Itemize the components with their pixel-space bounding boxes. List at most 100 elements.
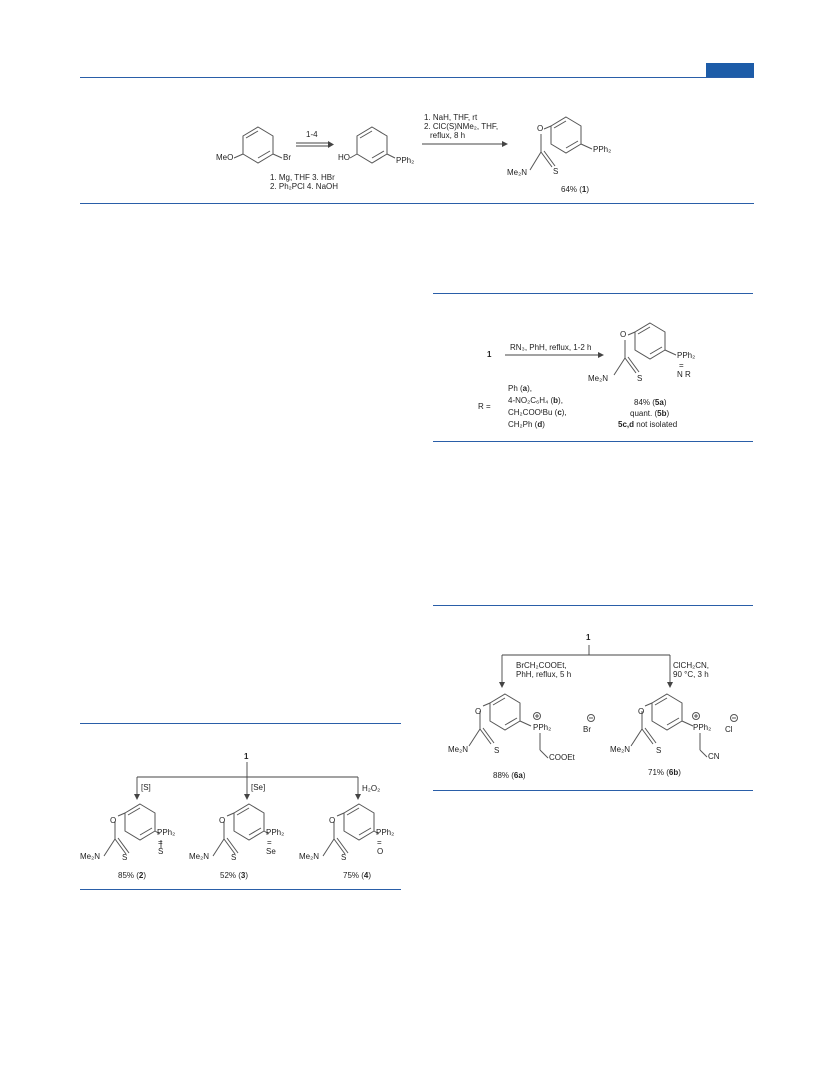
scheme5-r1-pre: Ph ( bbox=[508, 384, 523, 393]
scheme5-r1-id: a bbox=[522, 384, 528, 393]
scheme234-p3-eq: = bbox=[377, 838, 382, 847]
header-rule bbox=[80, 77, 754, 78]
scheme5-r2-id: b bbox=[553, 396, 559, 405]
scheme234-p1-pph2: PPh₂ bbox=[157, 828, 176, 837]
scheme1-yield: 64% (1) bbox=[561, 185, 589, 195]
scheme234-yield1-pre: 85% ( bbox=[118, 871, 139, 880]
scheme6-left-cond2: PhH, reflux, 5 h bbox=[516, 670, 572, 679]
scheme6-b-cn: CN bbox=[708, 752, 720, 761]
scheme6-yield-b-post: ) bbox=[678, 768, 681, 777]
scheme234-yield2-pre: 52% ( bbox=[220, 871, 241, 880]
scheme6-b-s: S bbox=[656, 746, 662, 755]
scheme234-yield2: 52% (3) bbox=[220, 871, 248, 881]
scheme5-bottom-rule bbox=[433, 441, 753, 442]
scheme5-conditions: RN₃, PhH, reflux, 1-2 h bbox=[510, 343, 592, 352]
scheme5-r3-id: c bbox=[557, 408, 562, 417]
scheme6-b-nme2: Me₂N bbox=[610, 745, 630, 754]
scheme5-yield2-pre: quant. ( bbox=[630, 409, 658, 418]
scheme234-p2-pph2: PPh₂ bbox=[266, 828, 285, 837]
scheme1-arrow2-cond3: reflux, 8 h bbox=[430, 131, 466, 140]
scheme1-product-pph2: PPh₂ bbox=[593, 145, 612, 154]
scheme1-product-nme2: Me₂N bbox=[507, 168, 527, 177]
scheme234-p3-s: S bbox=[341, 853, 347, 862]
scheme5-product-nme2: Me₂N bbox=[588, 374, 608, 383]
scheme234-yield3-post: ) bbox=[368, 871, 372, 880]
scheme234-top-rule bbox=[80, 723, 401, 724]
scheme1-meo-label: MeO bbox=[216, 153, 234, 162]
scheme6-right-cond1: ClCH₂CN, bbox=[673, 661, 709, 670]
scheme1-int-pph2: PPh₂ bbox=[396, 156, 415, 165]
scheme5-top-rule bbox=[433, 293, 753, 294]
scheme5-yield1-id: 5a bbox=[654, 398, 664, 407]
scheme234-p3-nme2: Me₂N bbox=[299, 852, 319, 861]
scheme5-reactant: 1 bbox=[487, 350, 492, 359]
scheme6-yield-a-pre: 88% ( bbox=[493, 771, 514, 780]
scheme1-arrow2-cond1: 1. NaH, THF, rt bbox=[424, 113, 478, 122]
scheme5-r4-pre: CH₂Ph ( bbox=[508, 420, 538, 429]
scheme1-arrow1-steps: 1-4 bbox=[306, 130, 318, 139]
scheme6-a-cooet: COOEt bbox=[549, 753, 575, 762]
scheme5-r2: 4-NO₂C₆H₄ (b), bbox=[508, 396, 563, 406]
scheme234-p3-pph2: PPh₂ bbox=[376, 828, 395, 837]
scheme234-bottom-rule bbox=[80, 889, 401, 890]
scheme6-right-cond2: 90 °C, 3 h bbox=[673, 670, 709, 679]
scheme234-p1-nme2: Me₂N bbox=[80, 852, 100, 861]
scheme5-product-pph2: PPh₂ bbox=[677, 351, 696, 360]
scheme6-a-pph2: PPh₂ bbox=[533, 723, 552, 732]
scheme6-a-nme2: Me₂N bbox=[448, 745, 468, 754]
scheme1-arrow1-cond1: 1. Mg, THF 3. HBr bbox=[270, 173, 335, 182]
scheme1-bottom-rule bbox=[80, 203, 754, 204]
scheme5-r3-post: ), bbox=[561, 408, 567, 417]
scheme5-yield2: quant. (5b) bbox=[630, 409, 669, 419]
scheme5-r3-pre: CH₂COOᵗBu ( bbox=[508, 408, 558, 417]
scheme234-yield3-pre: 75% ( bbox=[343, 871, 364, 880]
scheme234-yield1-post: ) bbox=[143, 871, 147, 880]
scheme234-p2-eq: = bbox=[267, 838, 272, 847]
scheme234-p1-eq: = bbox=[158, 838, 163, 847]
scheme1-br-label: Br bbox=[283, 153, 291, 162]
scheme5-r4: CH₂Ph (d) bbox=[508, 420, 545, 430]
scheme6-b-anion: Cl bbox=[725, 725, 733, 734]
scheme6-bottom-rule bbox=[433, 790, 753, 791]
header-tab bbox=[706, 63, 754, 77]
scheme5-r1: Ph (a), bbox=[508, 384, 532, 394]
scheme6-yield-a-post: ) bbox=[522, 771, 526, 780]
scheme1-product-o: O bbox=[537, 124, 544, 133]
scheme5-product-s: S bbox=[637, 374, 643, 383]
scheme1-yield-compound: 1 bbox=[581, 185, 587, 194]
scheme234-p1-chalc: S bbox=[158, 847, 164, 856]
scheme234-yield3: 75% (4) bbox=[343, 871, 371, 881]
scheme5-yield3: 5c,d not isolated bbox=[618, 420, 677, 430]
scheme234-branch2: [Se] bbox=[251, 783, 266, 792]
scheme5-yield2-id: 5b bbox=[657, 409, 667, 418]
scheme234-p3-o: O bbox=[329, 816, 336, 825]
scheme6-b-o: O bbox=[638, 707, 645, 716]
scheme234-reactant: 1 bbox=[244, 752, 249, 761]
scheme5-product-eq: = bbox=[679, 361, 684, 370]
scheme6-yield-b-id: 6b bbox=[668, 768, 679, 777]
scheme1-arrow2-cond2: 2. ClC(S)NMe₂, THF, bbox=[424, 122, 499, 131]
scheme1-yield-pre: 64% ( bbox=[561, 185, 582, 194]
scheme6-yield-b-pre: 71% ( bbox=[648, 768, 669, 777]
scheme1-arrow1-cond2: 2. Ph₂PCl 4. NaOH bbox=[270, 182, 339, 191]
scheme234-p2-s: S bbox=[231, 853, 237, 862]
scheme234-p3-chalc: O bbox=[377, 847, 384, 856]
scheme5-r2-post: ), bbox=[558, 396, 563, 405]
scheme5-r-equals: R = bbox=[478, 402, 491, 411]
scheme6-left-cond1: BrCH₂COOEt, bbox=[516, 661, 567, 670]
scheme6-b-pph2: PPh₂ bbox=[693, 723, 712, 732]
scheme234-branch1: [S] bbox=[141, 783, 151, 792]
scheme5-product-o: O bbox=[620, 330, 627, 339]
scheme234-p1-s: S bbox=[122, 853, 128, 862]
scheme6-yield-b: 71% (6b) bbox=[648, 768, 681, 778]
scheme1-yield-post: ) bbox=[586, 185, 590, 194]
scheme6-yield-a-id: 6a bbox=[513, 771, 523, 780]
scheme5-r1-post: ), bbox=[527, 384, 533, 393]
scheme5-yield2-post: ) bbox=[666, 409, 670, 418]
scheme234-yield1-id: 2 bbox=[138, 871, 144, 880]
scheme234-yield2-post: ) bbox=[245, 871, 249, 880]
